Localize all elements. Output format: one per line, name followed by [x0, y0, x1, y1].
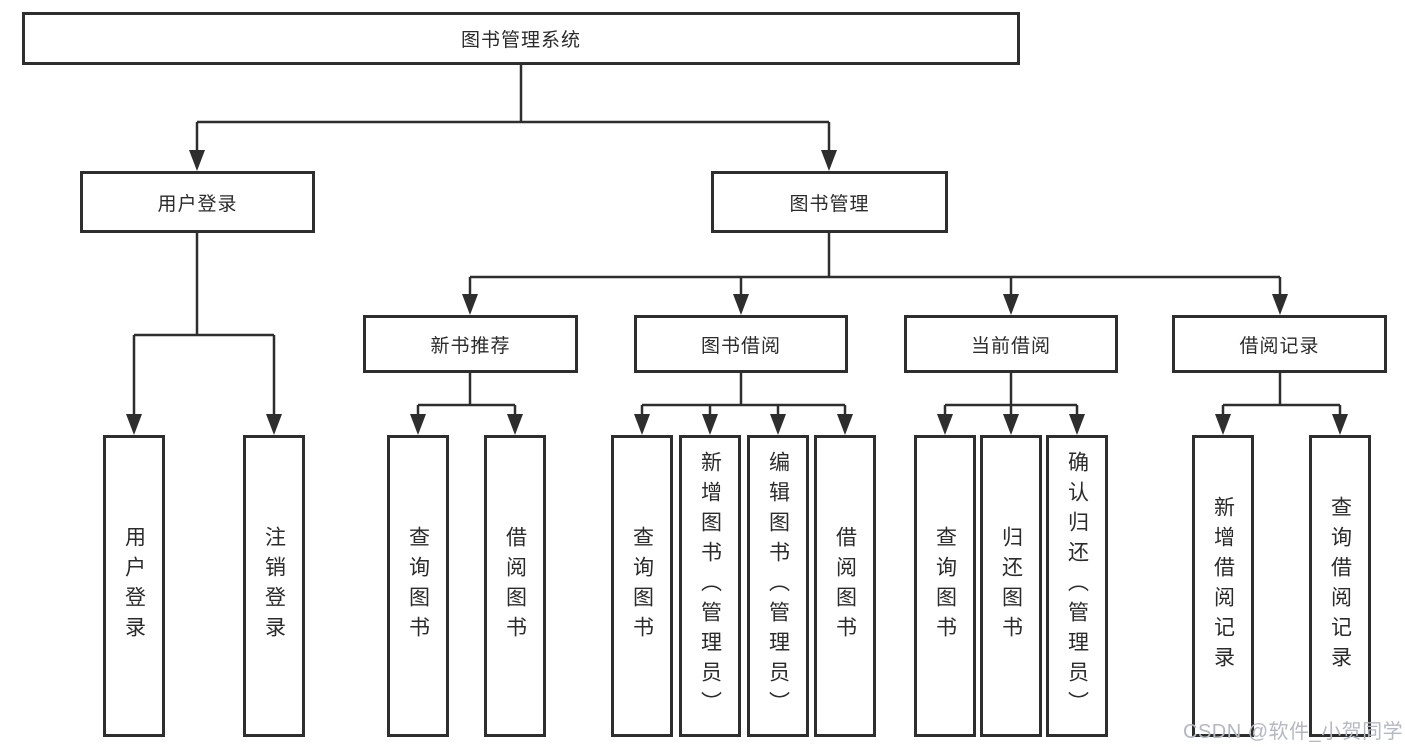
leaf-query-books-current: 查询图书: [914, 435, 976, 737]
node-new-book-recommend: 新书推荐: [363, 315, 578, 373]
node-book-management: 图书管理: [711, 171, 948, 233]
csdn-watermark: CSDN @软件_小贺同学: [1183, 721, 1404, 743]
node-root: 图书管理系统: [22, 12, 1020, 65]
node-user-login: 用户登录: [80, 171, 315, 233]
node-borrow-records: 借阅记录: [1172, 315, 1387, 373]
leaf-return-books: 归还图书: [980, 435, 1042, 737]
leaf-borrow-books-recommend: 借阅图书: [484, 435, 546, 737]
leaf-add-books-admin: 新增图书（管理员）: [679, 435, 741, 737]
leaf-query-borrow-record: 查询借阅记录: [1309, 435, 1371, 737]
leaf-query-books-borrow: 查询图书: [611, 435, 673, 737]
leaf-logout: 注销登录: [243, 435, 305, 737]
leaf-confirm-return-admin: 确认归还（管理员）: [1046, 435, 1108, 737]
leaf-user-login: 用户登录: [103, 435, 165, 737]
leaf-edit-books-admin: 编辑图书（管理员）: [747, 435, 809, 737]
leaf-query-books-recommend: 查询图书: [387, 435, 449, 737]
leaf-borrow-books: 借阅图书: [814, 435, 876, 737]
leaf-add-borrow-record: 新增借阅记录: [1192, 435, 1254, 737]
node-book-borrow: 图书借阅: [634, 315, 848, 373]
node-current-borrow: 当前借阅: [904, 315, 1118, 373]
